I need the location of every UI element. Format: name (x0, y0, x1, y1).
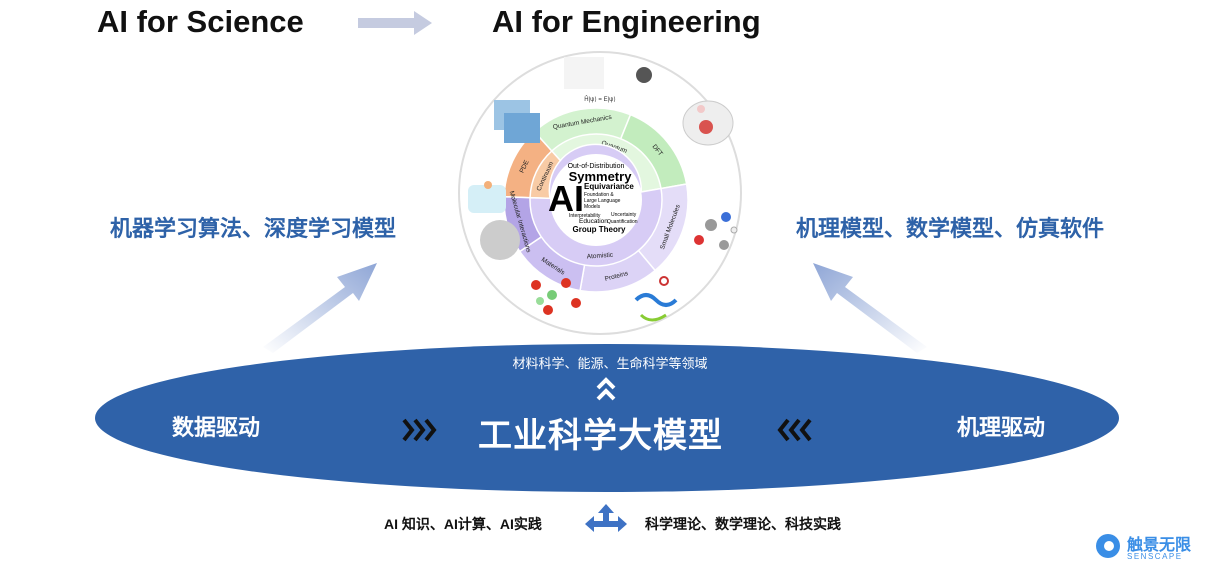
uncertainty-text: Uncertainty (611, 212, 637, 218)
wheel-label: Atomistic (587, 252, 615, 261)
mechanism-driven-label: 机理驱动 (957, 415, 1046, 440)
double-up-chevron-icon (596, 377, 616, 401)
models-text: Models (584, 204, 601, 210)
crystal-image (531, 278, 581, 315)
cross-arrows-icon (585, 504, 627, 532)
equation-text: Ĥ|ψ⟩ = E|ψ⟩ (584, 96, 616, 103)
up-right-arrow-icon (263, 263, 377, 353)
quantification-text: Quantification (607, 219, 638, 225)
protein-ribbon-image (634, 276, 678, 322)
foundation-text: Foundation & (584, 192, 614, 198)
mechanism-models-label: 机理模型、数学模型、仿真软件 (796, 216, 1105, 241)
industrial-model-title: 工业科学大模型 (478, 417, 723, 455)
ml-models-label: 机器学习算法、深度学习模型 (110, 216, 397, 241)
senscape-logo: 触景无限 SENSCAPE (1095, 531, 1215, 571)
data-driven-label: 数据驱动 (172, 415, 261, 440)
wheel-center (550, 154, 642, 246)
logo-swirl-icon (1096, 534, 1120, 558)
right-arrow-icon (358, 11, 432, 35)
ai-for-engineering-title: AI for Engineering (492, 4, 761, 39)
domains-subtitle: 材料科学、能源、生命科学等领域 (512, 356, 708, 371)
up-left-arrow-icon (813, 263, 927, 353)
fluid-image (494, 100, 540, 143)
water-molecule-image (682, 100, 734, 146)
ai-for-science-title: AI for Science (97, 4, 304, 39)
group-theory-text: Group Theory (573, 225, 626, 234)
caffeine-image (694, 212, 738, 250)
protein-surface-image (480, 220, 520, 260)
lattice-image (564, 57, 652, 89)
interpretability-text: Interpretability (569, 213, 601, 219)
ai-text: AI (548, 178, 584, 219)
triple-left-chevron-icon (777, 418, 812, 442)
surface-image (468, 181, 506, 213)
equivariance-text: Equivariance (584, 182, 634, 191)
symmetry-text: Symmetry (569, 169, 633, 184)
llm-text: Large Language (584, 198, 621, 204)
logo-cn-text: 触景无限 (1127, 537, 1192, 554)
science-theory-label: 科学理论、数学理论、科技实践 (645, 516, 841, 532)
education-text: Education (579, 218, 608, 225)
ai-knowledge-label: AI 知识、AI计算、AI实践 (384, 516, 542, 532)
triple-right-chevron-icon (402, 418, 437, 442)
logo-en-text: SENSCAPE (1127, 552, 1183, 561)
ood-text: Out-of-Distribution (568, 163, 625, 170)
